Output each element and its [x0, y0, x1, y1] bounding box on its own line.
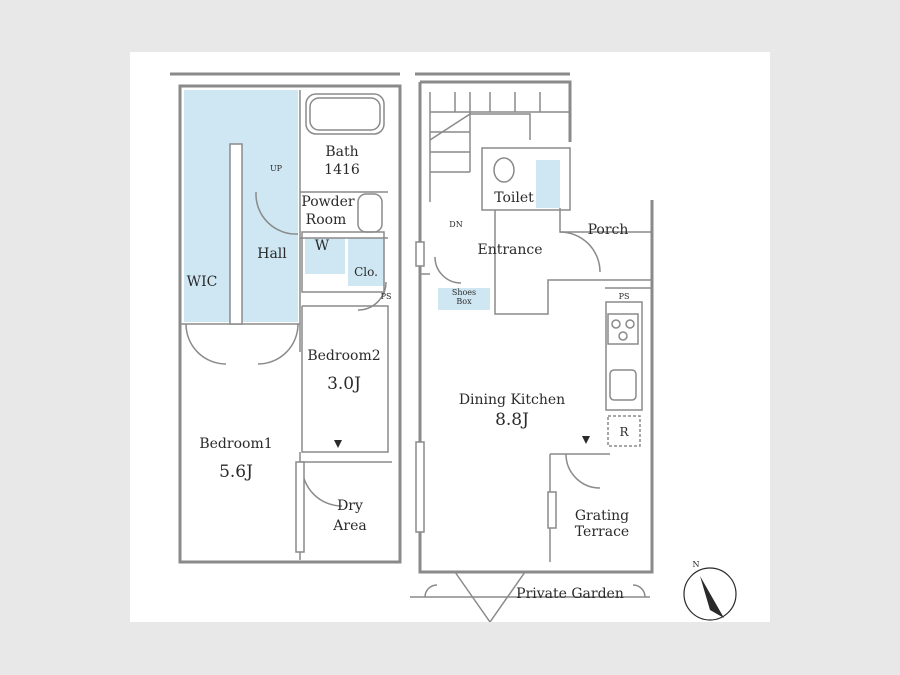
- stair-wall: [420, 80, 572, 142]
- entrance-wall: [494, 210, 652, 315]
- kitchen-counter: [605, 301, 643, 411]
- bedroom2-wall: [301, 305, 389, 453]
- shoes-door-swing: [434, 256, 462, 284]
- dry-label: Dry: [337, 498, 363, 514]
- powder-sink: [357, 193, 383, 233]
- stove: [607, 313, 639, 345]
- bedroom1-label: Bedroom1: [199, 436, 273, 452]
- window-terrace: [547, 491, 557, 529]
- shoes-box-label: Box: [456, 297, 472, 306]
- bath-label: Bath: [325, 144, 359, 160]
- fridge-label: R: [619, 425, 629, 439]
- dn-label: DN: [449, 220, 463, 229]
- floor-plan-drawing: [170, 72, 737, 622]
- bathtub: [305, 93, 385, 135]
- entrance-label: Entrance: [477, 242, 543, 258]
- north-label: N: [692, 560, 700, 569]
- up-label: UP: [269, 164, 283, 173]
- bedroom2-size-label: 3.0J: [327, 374, 361, 394]
- powder-label: Powder: [301, 194, 355, 210]
- porch-label: Porch: [587, 222, 629, 238]
- shoes-box-fill: [438, 288, 490, 310]
- laundry-closet-block: [301, 231, 385, 293]
- floor-plan: WIC Hall Bath 1416 Powder Room W Clo. PS…: [130, 52, 770, 622]
- toilet-room-wall: [481, 147, 571, 211]
- entry-marker-bedroom2: [334, 440, 342, 448]
- dry-area-label: Area: [333, 518, 367, 534]
- bathtub-inner: [309, 97, 381, 131]
- hall-partition: [229, 143, 243, 325]
- fridge-space: [607, 415, 641, 447]
- bedroom2-label: Bedroom2: [307, 348, 381, 364]
- ps-left-label: PS: [380, 292, 392, 301]
- ps-right-label: PS: [618, 292, 630, 301]
- window-left-entrance: [415, 241, 425, 267]
- staircase: [429, 92, 570, 202]
- bedroom1-door-swing-b: [257, 323, 299, 365]
- toilet-storage-fill: [536, 160, 560, 208]
- bath-size-label: 1416: [324, 162, 360, 178]
- north-arrow: [683, 567, 737, 621]
- kitchen-sink: [609, 369, 637, 401]
- washer-space-fill: [305, 238, 345, 274]
- grating-terrace-label: Terrace: [574, 524, 630, 540]
- garden-door-swing: [454, 571, 526, 622]
- entry-marker-kitchen: [582, 436, 590, 444]
- closet-label: Clo.: [354, 265, 378, 279]
- dry-area-door-swing: [301, 465, 343, 507]
- hall-door-swing: [255, 191, 299, 235]
- grating-label: Grating: [574, 508, 630, 524]
- wic-label: WIC: [186, 274, 218, 290]
- shoes-label: Shoes: [451, 288, 477, 297]
- powder-room-label: Room: [305, 212, 347, 228]
- inner-walls: [180, 90, 652, 622]
- hall-label: Hall: [257, 246, 287, 262]
- washer-label: W: [314, 238, 330, 254]
- private-garden-label: Private Garden: [516, 586, 624, 602]
- toilet-label: Toilet: [494, 190, 534, 206]
- dining-kitchen-size-label: 8.8J: [495, 410, 529, 430]
- closet-fill: [348, 238, 384, 286]
- window-bedroom1: [295, 461, 305, 553]
- dining-kitchen-label: Dining Kitchen: [458, 392, 566, 408]
- terrace-door-swing: [565, 453, 601, 489]
- closet-door-swing: [357, 281, 387, 311]
- bedroom1-door-swing-a: [185, 323, 227, 365]
- toilet-bowl: [493, 157, 515, 183]
- porch-door-swing: [559, 231, 601, 273]
- window-dining: [415, 441, 425, 533]
- bedroom1-size-label: 5.6J: [219, 462, 253, 482]
- right-unit-wall: [418, 82, 654, 574]
